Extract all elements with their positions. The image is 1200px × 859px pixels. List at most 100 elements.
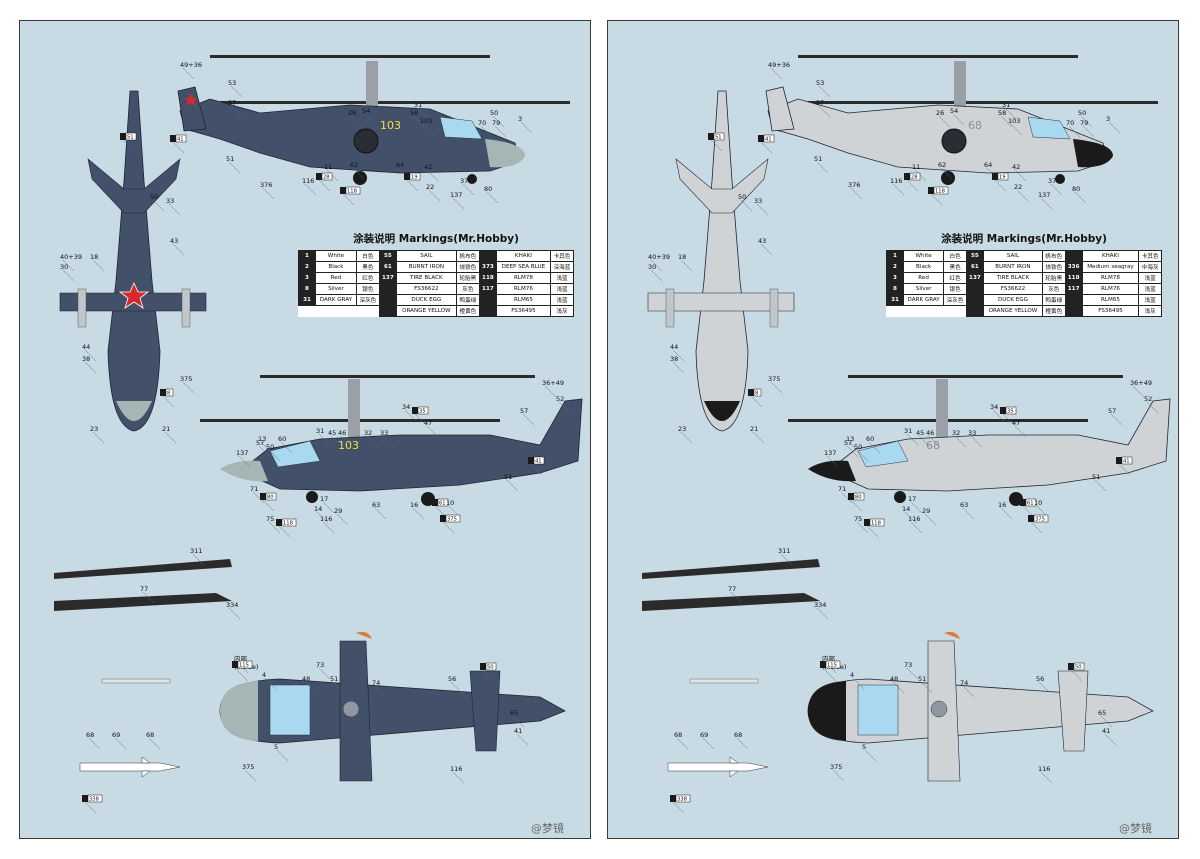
- callout-number: 62: [350, 161, 358, 169]
- leader-line: [412, 115, 425, 128]
- callout-number: 68: [146, 731, 154, 739]
- leader-line: [650, 259, 663, 272]
- paint-code-label: 115: [239, 663, 249, 669]
- paint-name-cell: DUCK EGG: [982, 294, 1043, 306]
- leader-line: [868, 441, 881, 454]
- paint-code-box: 28: [316, 172, 333, 181]
- leader-line: [244, 769, 257, 782]
- paint-code-cell: 8: [886, 283, 904, 295]
- callout-number: 23: [90, 425, 98, 433]
- paint-name-cn-cell: 浅灰: [549, 305, 575, 317]
- callout-number: 311: [190, 547, 202, 555]
- paint-code-field: [853, 492, 865, 501]
- paint-code-field: [237, 660, 253, 669]
- callout-number: 116: [320, 515, 332, 523]
- paint-code-cell: [378, 294, 397, 306]
- stub-wings: [647, 292, 795, 312]
- leader-line: [340, 435, 353, 448]
- callout-number: 11: [912, 163, 920, 171]
- paint-code-box: 115: [820, 660, 841, 669]
- paint-code-swatch: [904, 173, 910, 180]
- callout-number: 56: [448, 675, 456, 683]
- paint-code-cell: 55: [965, 250, 984, 262]
- paint-code-cell: 118: [1064, 272, 1083, 284]
- paint-code-swatch: [992, 173, 998, 180]
- paint-code-box: 61: [1020, 498, 1037, 507]
- paint-name-cell: RLM78: [1081, 272, 1140, 284]
- canopy-b: [857, 440, 909, 468]
- paint-code-label: 28: [911, 175, 918, 181]
- callout-number: 38: [82, 355, 90, 363]
- paint-code-field: [909, 172, 921, 181]
- callout-number: 51: [330, 675, 338, 683]
- leader-line: [680, 431, 693, 444]
- callout-number: 13: [846, 435, 854, 443]
- paint-code-label: 80: [855, 495, 862, 501]
- side-number: 68: [968, 119, 982, 132]
- callout-number: 41: [1102, 727, 1110, 735]
- paint-code-field: [1033, 514, 1049, 523]
- leader-line: [264, 677, 277, 690]
- paint-name-cn-cell: 灰色: [1041, 283, 1066, 295]
- paint-name-cn-cell: 深海蓝: [549, 261, 575, 273]
- rocket-pod-left: [77, 288, 87, 328]
- paint-code-cell: [299, 306, 316, 317]
- paint-code-box: 338: [82, 794, 103, 803]
- engine-intake: [353, 128, 379, 154]
- paint-code-field: [165, 388, 174, 397]
- paint-code-box: 41: [170, 134, 187, 143]
- leader-line: [924, 513, 937, 526]
- main-rotor-blade-lower: [808, 101, 1158, 104]
- callout-number: 18: [678, 253, 686, 261]
- paint-name-cn-cell: 银色: [355, 283, 380, 295]
- callout-number: 334: [226, 601, 238, 609]
- nose-cone-b: [808, 460, 856, 482]
- paint-name-cell: BURNT IRON: [982, 261, 1043, 273]
- callout-number: 54: [362, 107, 370, 115]
- leader-line: [84, 361, 97, 374]
- top-view: [59, 90, 207, 432]
- leader-line: [494, 125, 507, 138]
- paint-code-cell: 3: [298, 272, 316, 284]
- paint-code-swatch: [316, 173, 322, 180]
- missile-drawing: [79, 678, 181, 778]
- nose-wheel: [1055, 174, 1065, 184]
- paint-name-cell: KHAKI: [1081, 250, 1140, 262]
- callout-number: 26: [936, 109, 944, 117]
- callout-number: 内部: [822, 654, 836, 663]
- leader-line: [752, 431, 765, 444]
- paint-code-label: 8: [167, 391, 170, 397]
- paint-code-swatch: [120, 133, 126, 140]
- callout-number: 34: [990, 403, 998, 411]
- side-view-upper: 68: [765, 55, 1158, 185]
- paint-name-cn-cell: 帆布色: [455, 250, 480, 262]
- paint-name-cn-cell: 卡其色: [549, 250, 575, 262]
- callout-number: 116: [1038, 765, 1050, 773]
- side-number-b: 68: [926, 439, 940, 452]
- paint-code-swatch: [1000, 407, 1006, 414]
- callout-number: 137: [450, 191, 462, 199]
- paint-code-cell: [1064, 294, 1083, 306]
- leader-line: [710, 139, 723, 152]
- paint-code-box: 8: [748, 388, 762, 397]
- markings-title: 涂装说明 Markings(Mr.Hobby): [886, 231, 1162, 246]
- paint-code-label: 118: [871, 521, 881, 527]
- paint-code-cell: 137: [965, 272, 984, 284]
- missile-fins: [729, 756, 739, 778]
- callout-number: 40+39: [648, 253, 670, 261]
- paint-code-cell: [478, 294, 497, 306]
- callout-number: 51: [918, 675, 926, 683]
- callout-number: 37: [460, 177, 468, 185]
- callout-number: 36+49: [1130, 379, 1152, 387]
- rocket-pod-right: [181, 288, 191, 328]
- paint-code-box: 41: [1116, 456, 1133, 465]
- paint-name-cell: SAIL: [395, 250, 457, 262]
- paint-code-box: 80: [848, 492, 865, 501]
- paint-code-swatch: [1068, 663, 1074, 670]
- side-number-b: 103: [338, 439, 359, 452]
- main-rotor-blade-upper: [210, 55, 490, 58]
